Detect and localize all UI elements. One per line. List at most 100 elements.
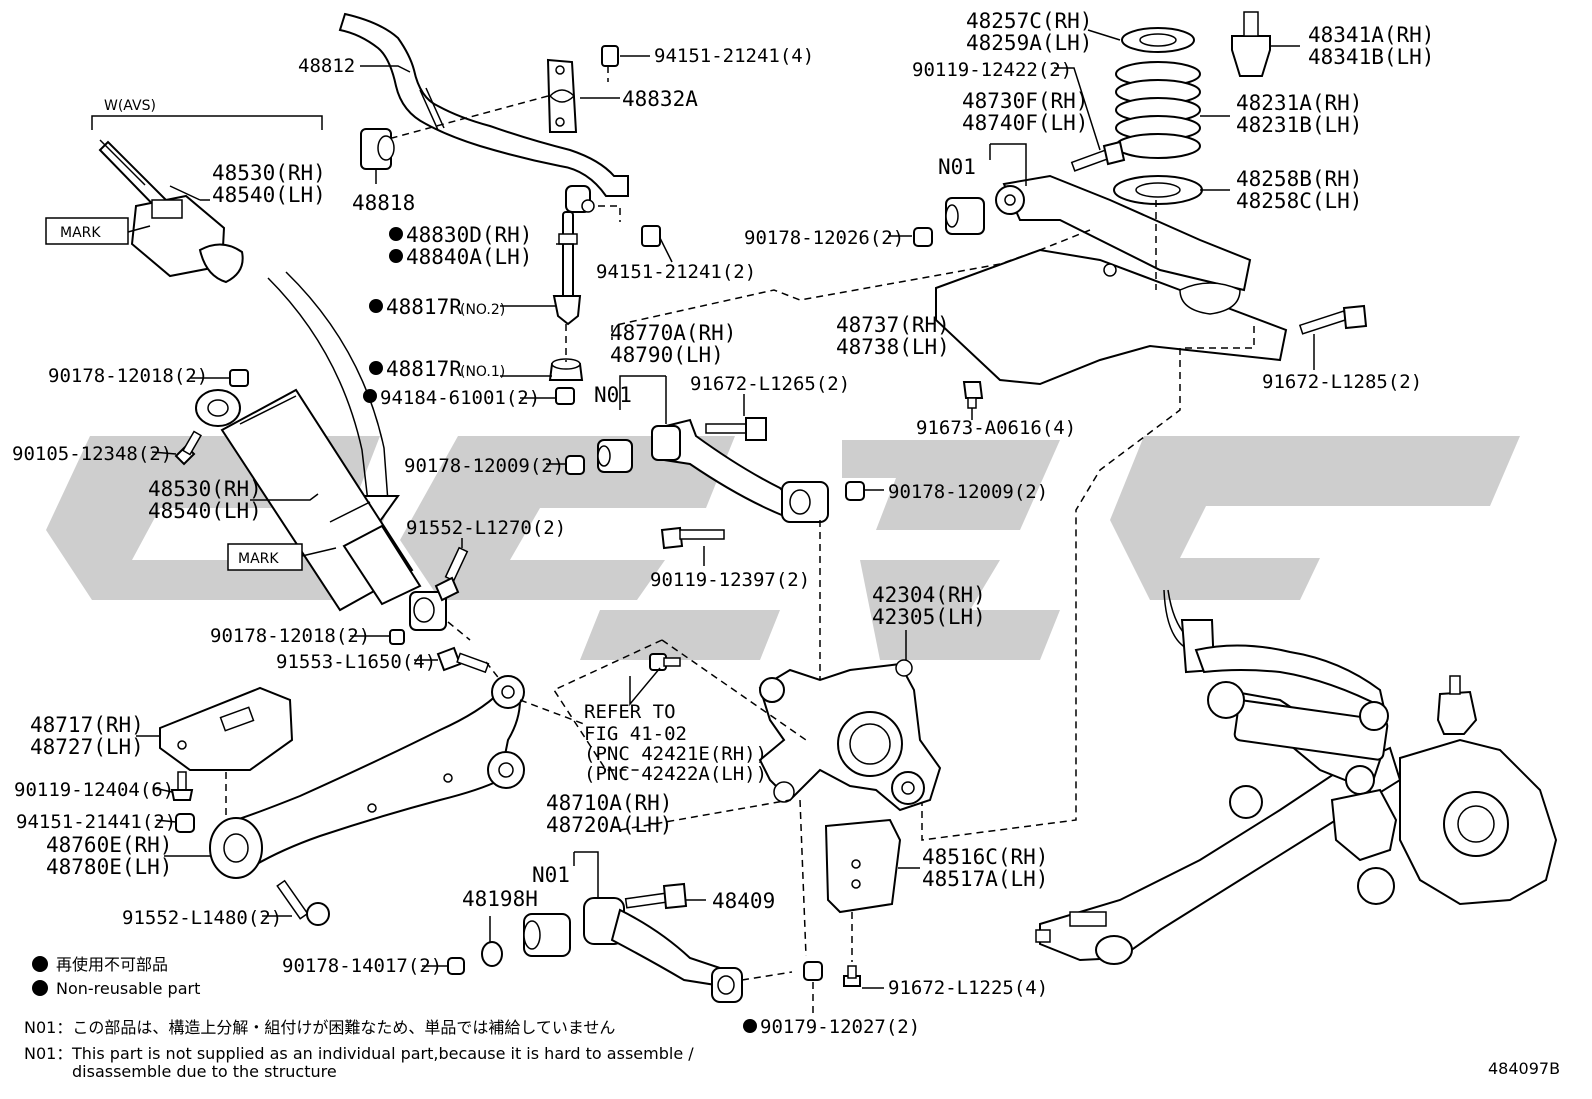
label-48198H: 48198H <box>462 887 538 911</box>
nut-top <box>601 45 619 67</box>
nut-90178-12026 <box>913 227 933 247</box>
label-48530-rh: 48530(RH) <box>148 477 262 501</box>
bump-stopper <box>1231 11 1271 77</box>
nut-94151-21441 <box>175 813 195 833</box>
refer-line4: (PNC 42422A(LH)) <box>584 763 767 785</box>
nut-90178-12018-top <box>229 369 249 387</box>
stabilizer-bushing <box>360 128 395 170</box>
avs-label: W(AVS) <box>104 98 156 114</box>
label-91672-L1265: 91672-L1265(2) <box>690 373 850 395</box>
bolt-91672-L1265 <box>705 417 767 441</box>
bolt-90119-12422 <box>1070 140 1126 172</box>
link-nut <box>641 225 661 247</box>
non-reusable-dot <box>389 227 403 241</box>
bracket-48516C <box>824 818 902 914</box>
label-48817R-no1-note: (NO.1) <box>460 364 505 380</box>
label-48540-lh-avs: 48540(LH) <box>212 183 326 207</box>
non-reusable-dot <box>369 361 383 375</box>
label-48780E: 48780E(LH) <box>46 855 172 879</box>
label-91672-L1225: 91672-L1225(4) <box>888 977 1048 999</box>
label-90179-12027: 90179-12027(2) <box>760 1016 920 1038</box>
figure-id: 484097B <box>1488 1059 1560 1078</box>
spring-seat-upper <box>1121 27 1195 53</box>
label-48540-lh: 48540(LH) <box>148 499 262 523</box>
label-90119-12422: 90119-12422(2) <box>912 59 1072 81</box>
crossmember-48737 <box>935 248 1288 386</box>
label-42304: 42304(RH) <box>872 583 986 607</box>
steering-knuckle <box>758 659 942 812</box>
label-48720A: 48720A(LH) <box>546 813 672 837</box>
label-n01-a: N01 <box>594 383 632 407</box>
label-48258C: 48258C(LH) <box>1236 189 1362 213</box>
mark-tag-shock: MARK <box>227 543 337 571</box>
label-42305: 42305(LH) <box>872 605 986 629</box>
label-48832A: 48832A <box>622 87 698 111</box>
label-48231A: 48231A(RH) <box>1236 91 1362 115</box>
non-reusable-dot <box>743 1019 757 1033</box>
label-48738: 48738(LH) <box>836 335 950 359</box>
bolt-91672-L1285 <box>1298 304 1368 335</box>
svg-text:MARK: MARK <box>238 551 279 567</box>
label-94151-21241-4: 94151-21241(4) <box>654 45 814 67</box>
label-48817R-no2-note: (NO.2) <box>460 302 505 318</box>
footnotes: N01：この部品は、構造上分解・組付けが困難なため、単品では補給していません N… <box>24 1018 694 1081</box>
bolt-90119-12404 <box>170 771 194 801</box>
label-48730F: 48730F(RH) <box>962 89 1088 113</box>
label-94151-21441: 94151-21441(2) <box>16 811 176 833</box>
link-nut-bottom <box>555 387 575 405</box>
leader-lines <box>136 29 1315 989</box>
label-91552-L1270: 91552-L1270(2) <box>406 517 566 539</box>
upper-arm-48770A <box>651 418 829 523</box>
knuckle-bolt-ref <box>649 653 681 671</box>
lower-arm-48710A <box>583 897 743 1003</box>
label-90178-12009-left: 90178-12009(2) <box>404 455 564 477</box>
legend-en: Non-reusable part <box>56 979 200 998</box>
legend-dot-jp <box>32 956 48 972</box>
label-91673-A0616: 91673-A0616(4) <box>916 417 1076 439</box>
legend-dot-en <box>32 980 48 996</box>
bolt-91552-L1480 <box>276 879 330 926</box>
mark-tag-top: MARK <box>45 217 151 245</box>
label-48740F: 48740F(LH) <box>962 111 1088 135</box>
footnote-jp: N01：この部品は、構造上分解・組付けが困難なため、単品では補給していません <box>24 1018 615 1037</box>
bolt-91672-L1225 <box>843 965 861 987</box>
label-90178-12026: 90178-12026(2) <box>744 227 904 249</box>
stabilizer-bracket <box>546 58 578 133</box>
cap-48198H <box>481 941 503 967</box>
nut-90178-14017 <box>447 957 465 975</box>
bolt-48409 <box>624 882 688 910</box>
label-91553-L1650: 91553-L1650(4) <box>276 651 436 673</box>
label-48259A: 48259A(LH) <box>966 31 1092 55</box>
link-cushion-no2 <box>552 295 582 326</box>
nut-90178-12018-bottom <box>389 629 405 645</box>
label-48727: 48727(LH) <box>30 735 144 759</box>
label-91672-L1285: 91672-L1285(2) <box>1262 371 1422 393</box>
label-94184-61001: 94184-61001(2) <box>380 387 540 409</box>
label-48517A: 48517A(LH) <box>922 867 1048 891</box>
bolt-91553 <box>436 646 490 674</box>
link-cushion-no1 <box>548 358 584 381</box>
label-90178-12009-right: 90178-12009(2) <box>888 481 1048 503</box>
refer-line1: REFER TO <box>584 701 676 723</box>
label-48341A: 48341A(RH) <box>1308 23 1434 47</box>
bolt-91673 <box>962 381 984 409</box>
label-48710A: 48710A(RH) <box>546 791 672 815</box>
label-48341B: 48341B(LH) <box>1308 45 1434 69</box>
svg-text:MARK: MARK <box>60 225 101 241</box>
label-90119-12397: 90119-12397(2) <box>650 569 810 591</box>
footnote-en-prefix: N01： <box>24 1044 72 1063</box>
bolt-90119-12397 <box>660 526 725 550</box>
label-48812: 48812 <box>298 55 355 77</box>
non-reusable-dot <box>389 249 403 263</box>
label-48790: 48790(LH) <box>610 343 724 367</box>
nut-90178-12009-left <box>565 455 585 475</box>
assembly-view <box>1035 589 1558 965</box>
label-48717: 48717(RH) <box>30 713 144 737</box>
shock-absorber <box>195 388 447 631</box>
label-90178-12018-bottom: 90178-12018(2) <box>210 625 370 647</box>
label-48737: 48737(RH) <box>836 313 950 337</box>
nut-90179 <box>803 961 823 981</box>
footnote-en-line1: This part is not supplied as an individu… <box>71 1044 694 1063</box>
bushing-n01-b <box>945 197 985 235</box>
label-48257C: 48257C(RH) <box>966 9 1092 33</box>
